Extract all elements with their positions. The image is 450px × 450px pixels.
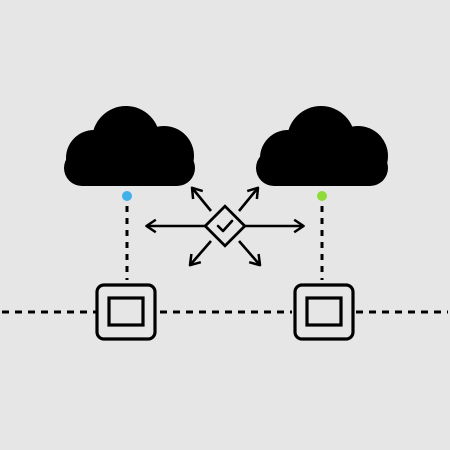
- arrow-up-left: [190, 186, 213, 212]
- arrow-down-right: [238, 240, 262, 267]
- cloud-right-icon: [256, 106, 388, 186]
- check-diamond-icon: [203, 204, 247, 248]
- cloud-left-icon: [64, 106, 195, 186]
- node-left-icon: [95, 283, 157, 341]
- node-right-icon: [293, 283, 355, 341]
- cloud-right-status-dot: [317, 191, 327, 201]
- arrow-down-left: [188, 240, 212, 267]
- cloud-left-status-dot: [122, 191, 132, 201]
- arrow-up-right: [237, 186, 260, 212]
- hub-arrows: [145, 186, 305, 267]
